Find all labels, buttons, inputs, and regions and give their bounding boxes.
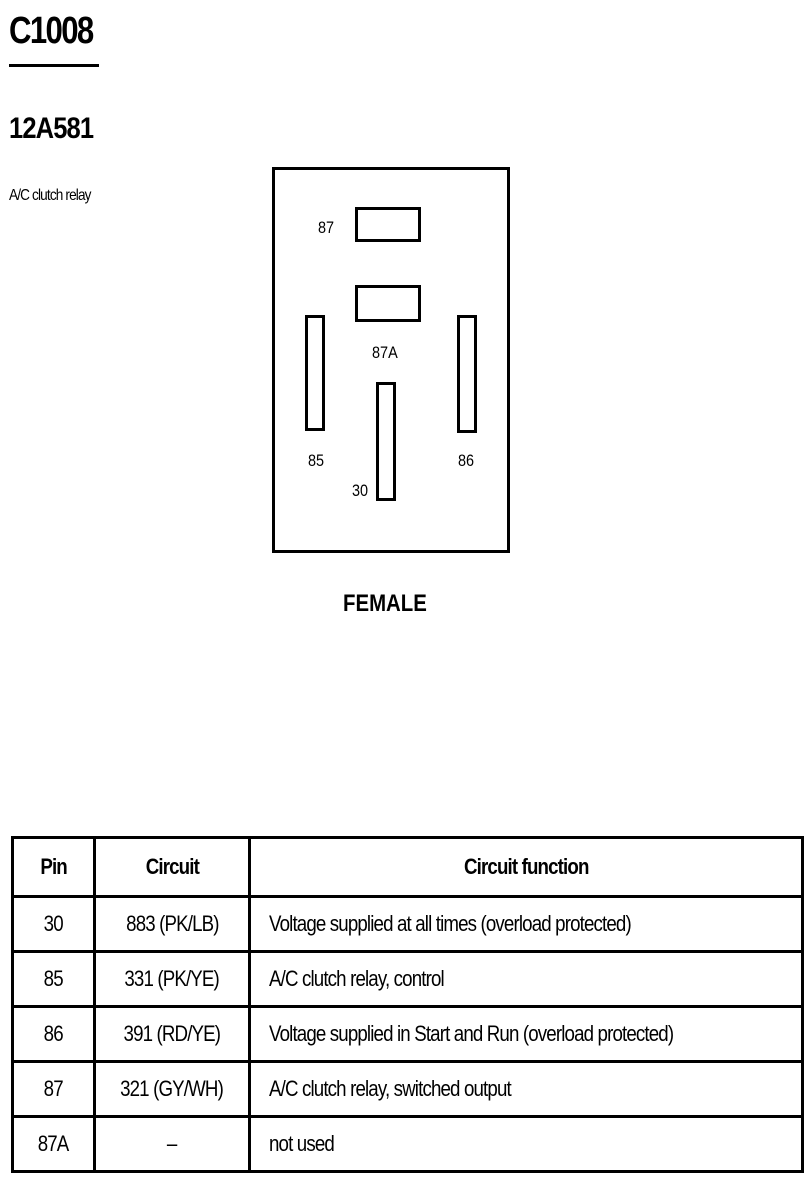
cell-pin: 30 xyxy=(11,895,96,953)
cavity-86 xyxy=(457,315,477,433)
part-number: 12A581 xyxy=(9,112,94,145)
header-circuit: Circuit xyxy=(93,836,251,898)
cell-circuit: – xyxy=(93,1115,251,1173)
cell-pin: 87 xyxy=(11,1060,96,1118)
connector-description: A/C clutch relay xyxy=(9,187,91,204)
cavity-85 xyxy=(305,315,325,431)
pin-label-87: 87 xyxy=(318,218,335,237)
cell-function: A/C clutch relay, control xyxy=(248,950,804,1008)
connector-face-diagram: 87 87A 85 86 30 xyxy=(272,167,510,553)
connector-id: C1008 xyxy=(9,10,94,52)
table-row: 87A – not used xyxy=(11,1115,804,1173)
pin-label-30: 30 xyxy=(352,481,369,500)
table-row: 86 391 (RD/YE) Voltage supplied in Start… xyxy=(11,1005,804,1063)
pin-label-85: 85 xyxy=(308,451,325,470)
title-underline xyxy=(9,64,99,67)
header-circuit-function: Circuit function xyxy=(248,836,804,898)
connector-gender-label: FEMALE xyxy=(343,590,427,617)
cell-circuit: 321 (GY/WH) xyxy=(93,1060,251,1118)
cavity-87a xyxy=(355,285,421,322)
cell-circuit: 883 (PK/LB) xyxy=(93,895,251,953)
cell-circuit: 391 (RD/YE) xyxy=(93,1005,251,1063)
header-pin: Pin xyxy=(11,836,96,898)
pin-label-87a: 87A xyxy=(372,343,398,362)
cell-pin: 86 xyxy=(11,1005,96,1063)
table-header-row: Pin Circuit Circuit function xyxy=(11,836,804,898)
pin-label-86: 86 xyxy=(458,451,475,470)
cell-pin: 87A xyxy=(11,1115,96,1173)
table-row: 87 321 (GY/WH) A/C clutch relay, switche… xyxy=(11,1060,804,1118)
cell-function: Voltage supplied in Start and Run (overl… xyxy=(248,1005,804,1063)
cell-function: not used xyxy=(248,1115,804,1173)
table-row: 30 883 (PK/LB) Voltage supplied at all t… xyxy=(11,895,804,953)
cavity-30 xyxy=(376,382,396,501)
cell-function: A/C clutch relay, switched output xyxy=(248,1060,804,1118)
cell-function: Voltage supplied at all times (overload … xyxy=(248,895,804,953)
pinout-table: Pin Circuit Circuit function 30 883 (PK/… xyxy=(11,836,804,1173)
cell-pin: 85 xyxy=(11,950,96,1008)
cavity-87 xyxy=(355,207,421,242)
cell-circuit: 331 (PK/YE) xyxy=(93,950,251,1008)
table-row: 85 331 (PK/YE) A/C clutch relay, control xyxy=(11,950,804,1008)
